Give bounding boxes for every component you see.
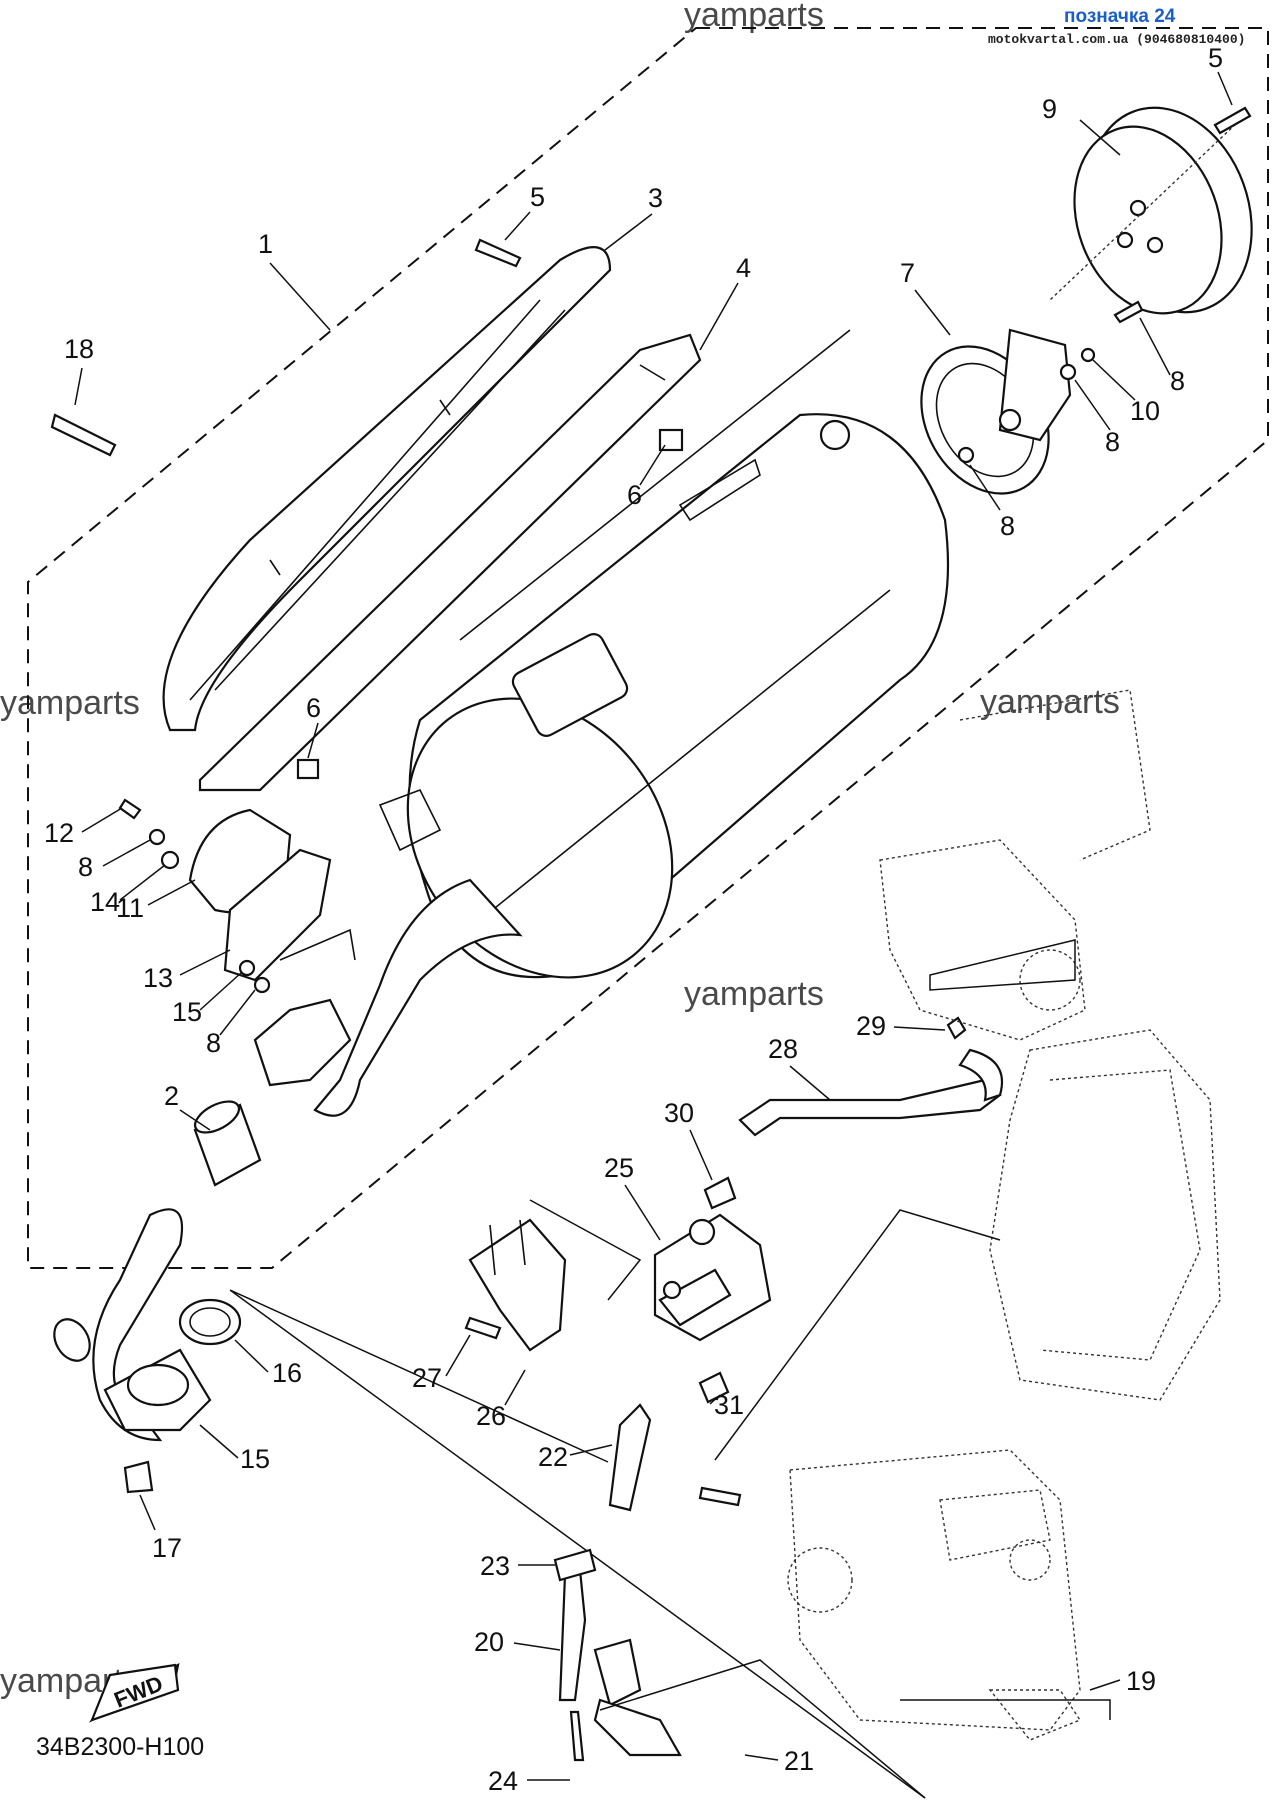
callout-20: 19 (1126, 1666, 1156, 1696)
air-valve-icon (468, 1213, 772, 1352)
callout-26: 25 (604, 1153, 634, 1183)
callout-8: 8 (1105, 427, 1120, 457)
callout-8: 8 (78, 852, 93, 882)
dash-guide (1049, 119, 1241, 301)
watermark: yamparts (684, 975, 824, 1013)
callout-10: 9 (1042, 94, 1057, 124)
callout-25: 24 (488, 1766, 518, 1796)
callout-19: 18 (64, 334, 94, 364)
muffler-icon (313, 329, 950, 1117)
callout-24: 23 (480, 1551, 510, 1581)
callout-5: 5 (530, 182, 545, 212)
callout-16: 15 (240, 1444, 270, 1474)
callout-7: 7 (900, 258, 915, 288)
callout-11: 10 (1130, 396, 1160, 426)
fwd-arrow-icon (88, 1663, 180, 1723)
callout-2: 2 (164, 1081, 179, 1111)
hose-group-boundary (229, 1289, 926, 1799)
callout-14: 13 (143, 963, 173, 993)
callout-6: 6 (306, 693, 321, 723)
washer-icon (148, 347, 1096, 994)
callout-31: 31 (714, 1390, 744, 1420)
nut-icon (296, 428, 684, 780)
callouts: 1 2 3 4 5 5 6 6 7 8 8 8 8 8 9 10 11 12 (44, 43, 1233, 1796)
lower-pipe-icon (53, 1208, 242, 1494)
callout-23: 22 (538, 1442, 568, 1472)
callout-13: 12 (44, 818, 74, 848)
heat-shield-icon (162, 246, 612, 732)
bolt-icon (50, 106, 1252, 1762)
callout-17: 16 (272, 1358, 302, 1388)
callout-21: 20 (474, 1627, 504, 1657)
callout-31: 30 (664, 1098, 694, 1128)
callout-4: 4 (736, 253, 751, 283)
diagram-label: позначка 24 (1064, 6, 1176, 27)
callout-18: 17 (152, 1533, 182, 1563)
watermark: yamparts (0, 684, 140, 722)
diagram-code: 34B2300-H100 (36, 1733, 204, 1761)
engine-outline-icon (787, 689, 1221, 1741)
lower-guide (599, 1659, 1111, 1799)
assembly-boundary (27, 27, 1269, 1269)
callout-5: 5 (1208, 43, 1223, 73)
callout-15: 15 (172, 997, 202, 1027)
source-text: motokvartal.com.ua (904680810400) (988, 32, 1245, 47)
callout-9: 8 (1170, 366, 1185, 396)
callout-22: 21 (784, 1746, 814, 1776)
heat-shield-plate-icon (198, 333, 702, 792)
callout-30: 29 (856, 1011, 886, 1041)
callout-27: 26 (476, 1401, 506, 1431)
watermark: yamparts (980, 683, 1120, 721)
callout-6: 6 (627, 480, 642, 510)
callout-12: 11 (116, 893, 144, 923)
end-cap-icon (920, 328, 1072, 495)
callout-8: 8 (206, 1028, 221, 1058)
valve-group-boundary (529, 1199, 1001, 1461)
callout-1: 1 (258, 229, 273, 259)
engine-guide (929, 939, 1076, 991)
tailpipe-cap-icon (1073, 106, 1253, 315)
callout-8: 8 (1000, 511, 1015, 541)
callout-3: 3 (648, 183, 663, 213)
callout-15: 14 (90, 887, 120, 917)
callout-28: 27 (412, 1363, 442, 1393)
exhaust-pipe-icon (188, 808, 356, 1087)
pipe-joint-icon (193, 1100, 262, 1187)
hose-icon (553, 1016, 1004, 1757)
callout-29: 28 (768, 1034, 798, 1064)
